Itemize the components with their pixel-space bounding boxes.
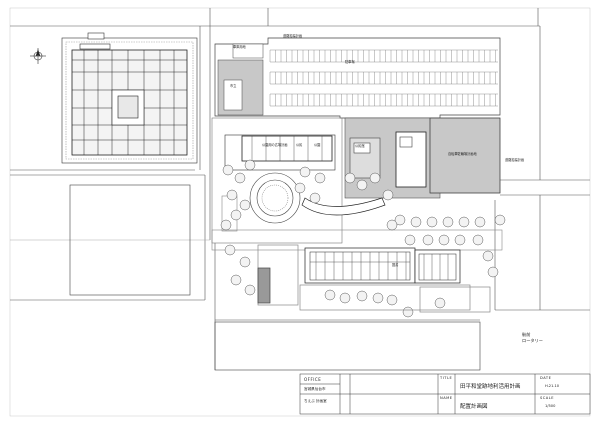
north-arrow-icon bbox=[30, 48, 46, 64]
small-label-3: 図書 bbox=[392, 263, 399, 267]
garage-label: 車庫用地 bbox=[233, 45, 246, 49]
tree-icon bbox=[222, 164, 234, 176]
date-caption: DATE bbox=[540, 376, 552, 380]
small-label-2: 公民 bbox=[296, 143, 303, 147]
block-b-label: 公民館 bbox=[355, 144, 365, 148]
block-a-label: 公園用の広場計画 bbox=[262, 143, 288, 147]
tree-icon bbox=[402, 306, 414, 318]
tree-icon bbox=[410, 216, 422, 228]
tree-icon bbox=[356, 179, 368, 191]
tree-icon bbox=[239, 256, 251, 268]
tree-icon bbox=[372, 292, 384, 304]
tree-icon bbox=[369, 172, 381, 184]
tree-icon bbox=[487, 266, 499, 278]
title-block bbox=[299, 373, 591, 415]
name-caption: NAME bbox=[440, 396, 453, 400]
tree-icon bbox=[294, 182, 306, 194]
tree-icon bbox=[230, 274, 242, 286]
office-value-2: ちえぶ 計画室 bbox=[304, 399, 327, 403]
tree-icon bbox=[309, 192, 321, 204]
station-label: 駅前 ロータリー bbox=[522, 332, 543, 344]
office-caption: OFFICE bbox=[304, 377, 322, 382]
station-label-line1: 駅前 bbox=[522, 332, 531, 337]
tree-icon bbox=[299, 166, 311, 178]
scale-caption: SCALE bbox=[540, 396, 555, 400]
tree-icon bbox=[434, 297, 446, 309]
tree-icon bbox=[386, 294, 398, 306]
tree-icon bbox=[314, 172, 326, 184]
parking-lot bbox=[214, 37, 501, 119]
tree-icon bbox=[494, 214, 506, 226]
name-value: 配置計画図 bbox=[460, 404, 488, 410]
station-label-line2: ロータリー bbox=[522, 338, 543, 343]
tree-icon bbox=[458, 216, 470, 228]
road-east-label: 道路拡幅計画 bbox=[505, 158, 525, 162]
tree-icon bbox=[244, 159, 256, 171]
tree-icon bbox=[422, 234, 434, 246]
tree-icon bbox=[438, 234, 450, 246]
existing-building-block bbox=[61, 32, 198, 164]
east-building-label: 自転車駐輪場計画地 bbox=[448, 152, 477, 156]
tree-icon bbox=[404, 234, 416, 246]
title-caption: TITLE bbox=[440, 376, 453, 380]
tree-icon bbox=[472, 234, 484, 246]
date-value: H.21.10 bbox=[545, 384, 560, 388]
vacant-lot bbox=[69, 184, 191, 296]
road-north-label: 道路拡幅計画 bbox=[283, 34, 303, 38]
drawing-frame bbox=[9, 7, 591, 417]
south-lot bbox=[214, 321, 481, 371]
tree-icon bbox=[482, 250, 494, 262]
tree-icon bbox=[239, 199, 251, 211]
small-label-1: 市立 bbox=[230, 84, 237, 88]
tree-group bbox=[220, 159, 506, 318]
tree-icon bbox=[230, 209, 242, 221]
tree-icon bbox=[244, 284, 256, 296]
title-value: 田平和堂跡地利活用計画 bbox=[460, 384, 521, 390]
tree-icon bbox=[356, 290, 368, 302]
tree-icon bbox=[442, 216, 454, 228]
scale-value: 1/500 bbox=[545, 404, 556, 408]
tree-icon bbox=[226, 189, 238, 201]
tree-icon bbox=[386, 219, 398, 231]
tree-icon bbox=[426, 216, 438, 228]
tree-icon bbox=[234, 172, 246, 184]
tree-icon bbox=[339, 292, 351, 304]
parking-label: 駐車場 bbox=[345, 60, 355, 64]
tree-icon bbox=[454, 234, 466, 246]
tree-icon bbox=[394, 214, 406, 226]
tree-icon bbox=[474, 216, 486, 228]
tree-icon bbox=[224, 244, 236, 256]
lower-building bbox=[257, 244, 491, 313]
tree-icon bbox=[324, 289, 336, 301]
tree-icon bbox=[344, 172, 356, 184]
tree-icon bbox=[220, 219, 232, 231]
tree-icon bbox=[382, 189, 394, 201]
office-value-1: 宮城県仙台市 bbox=[304, 387, 326, 391]
block-c-label: 公園 bbox=[314, 143, 321, 147]
